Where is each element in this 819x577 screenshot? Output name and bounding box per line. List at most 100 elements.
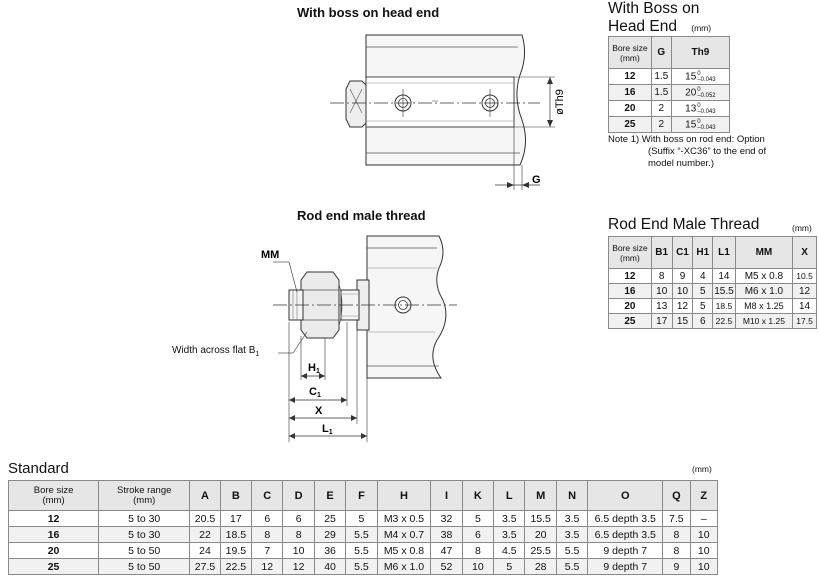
g-dimension-label: G: [532, 174, 541, 186]
table-cell: 5.5: [345, 542, 378, 559]
table-cell: –: [689, 510, 719, 527]
table-cell: 3.5: [493, 526, 526, 543]
rod-table-title: Rod End Male Thread: [608, 216, 760, 233]
table-cell: 12: [251, 558, 284, 575]
table-cell: 6: [251, 510, 284, 527]
table-cell: 18.5: [219, 526, 253, 543]
table-cell: 8: [662, 542, 691, 559]
table-cell: 4.5: [493, 542, 526, 559]
table-cell: 3.5: [493, 510, 526, 527]
table-cell: 5: [345, 510, 378, 527]
table-cell: 3.5: [555, 526, 589, 543]
table-cell: 25: [313, 510, 347, 527]
table-cell: 20: [524, 526, 557, 543]
table-cell: 5: [493, 558, 526, 575]
boss-table-title: With Boss on Head End (mm): [608, 0, 712, 35]
table-cell: 28: [524, 558, 557, 575]
table-cell: 6: [282, 510, 315, 527]
table-cell: 8: [251, 526, 284, 543]
table-cell: 16: [7, 526, 100, 543]
table-cell: 8: [461, 542, 495, 559]
standard-title: Standard: [8, 460, 69, 477]
boss-note: Note 1) With boss on rod end: Option (Su…: [608, 134, 767, 169]
table-cell: 22: [189, 526, 221, 543]
table-cell: 17: [219, 510, 253, 527]
h1-label: H1: [308, 362, 320, 375]
table-cell: 20.5: [189, 510, 221, 527]
table-cell: 15.5: [524, 510, 557, 527]
table-cell: 10: [282, 542, 315, 559]
table-cell: 10: [689, 542, 719, 559]
table-cell: 3.5: [555, 510, 589, 527]
table-cell: 47: [430, 542, 463, 559]
rod-thread-caption: Rod end male thread: [297, 208, 426, 223]
table-cell: 29: [313, 526, 347, 543]
head-boss-caption: With boss on head end: [297, 5, 440, 20]
table-cell: 8: [282, 526, 315, 543]
table-cell: 7.5: [662, 510, 691, 527]
table-cell: 5 to 30: [98, 510, 191, 527]
table-cell: 5.5: [555, 542, 589, 559]
table-cell: 8: [662, 526, 691, 543]
rod-thread-drawing: MM H1 C1 X L1: [261, 235, 457, 442]
th9-dimension-label: øTh9: [554, 89, 566, 115]
standard-table: Bore size(mm) Stroke range(mm) A B C D E…: [7, 480, 719, 575]
table-cell: 10: [689, 558, 719, 575]
table-cell: 20: [7, 542, 100, 559]
head-boss-drawing: øTh9 G: [330, 34, 566, 190]
table-cell: 5.5: [345, 526, 378, 543]
x-label: X: [315, 405, 323, 417]
width-across-flat-label: Width across flat B1: [172, 345, 260, 358]
table-cell: 38: [430, 526, 463, 543]
table-cell: 10: [689, 526, 719, 543]
table-cell: 5 to 50: [98, 542, 191, 559]
table-cell: 6: [461, 526, 495, 543]
table-cell: 32: [430, 510, 463, 527]
table-cell: 6.5 depth 3.5: [587, 510, 664, 527]
table-cell: 36: [313, 542, 347, 559]
l1-label: L1: [322, 423, 333, 436]
table-cell: M6 x 1.0: [376, 558, 432, 575]
table-cell: 5 to 30: [98, 526, 191, 543]
table-cell: 7: [251, 542, 284, 559]
boss-col-bore: Bore size(mm): [608, 36, 652, 69]
table-cell: 19.5: [219, 542, 253, 559]
boss-col-g: G: [650, 36, 672, 69]
table-cell: 9: [662, 558, 691, 575]
table-cell: 25.5: [524, 542, 557, 559]
table-cell: 9 depth 7: [587, 542, 664, 559]
mm-label: MM: [261, 249, 279, 261]
table-cell: 10: [461, 558, 495, 575]
table-cell: 40: [313, 558, 347, 575]
c1-label: C1: [309, 386, 321, 399]
table-cell: 22.5: [219, 558, 253, 575]
table-cell: 5.5: [345, 558, 378, 575]
table-cell: 5.5: [555, 558, 589, 575]
table-cell: 12: [7, 510, 100, 527]
table-cell: 5: [461, 510, 495, 527]
rod-table-unit: (mm): [792, 223, 812, 233]
table-cell: 52: [430, 558, 463, 575]
boss-col-th9: Th9: [670, 36, 731, 69]
table-cell: 12: [282, 558, 315, 575]
table-cell: 9 depth 7: [587, 558, 664, 575]
table-cell: 27.5: [189, 558, 221, 575]
table-cell: 25: [7, 558, 100, 575]
table-cell: 5 to 50: [98, 558, 191, 575]
table-cell: M3 x 0.5: [376, 510, 432, 527]
table-cell: M4 x 0.7: [376, 526, 432, 543]
